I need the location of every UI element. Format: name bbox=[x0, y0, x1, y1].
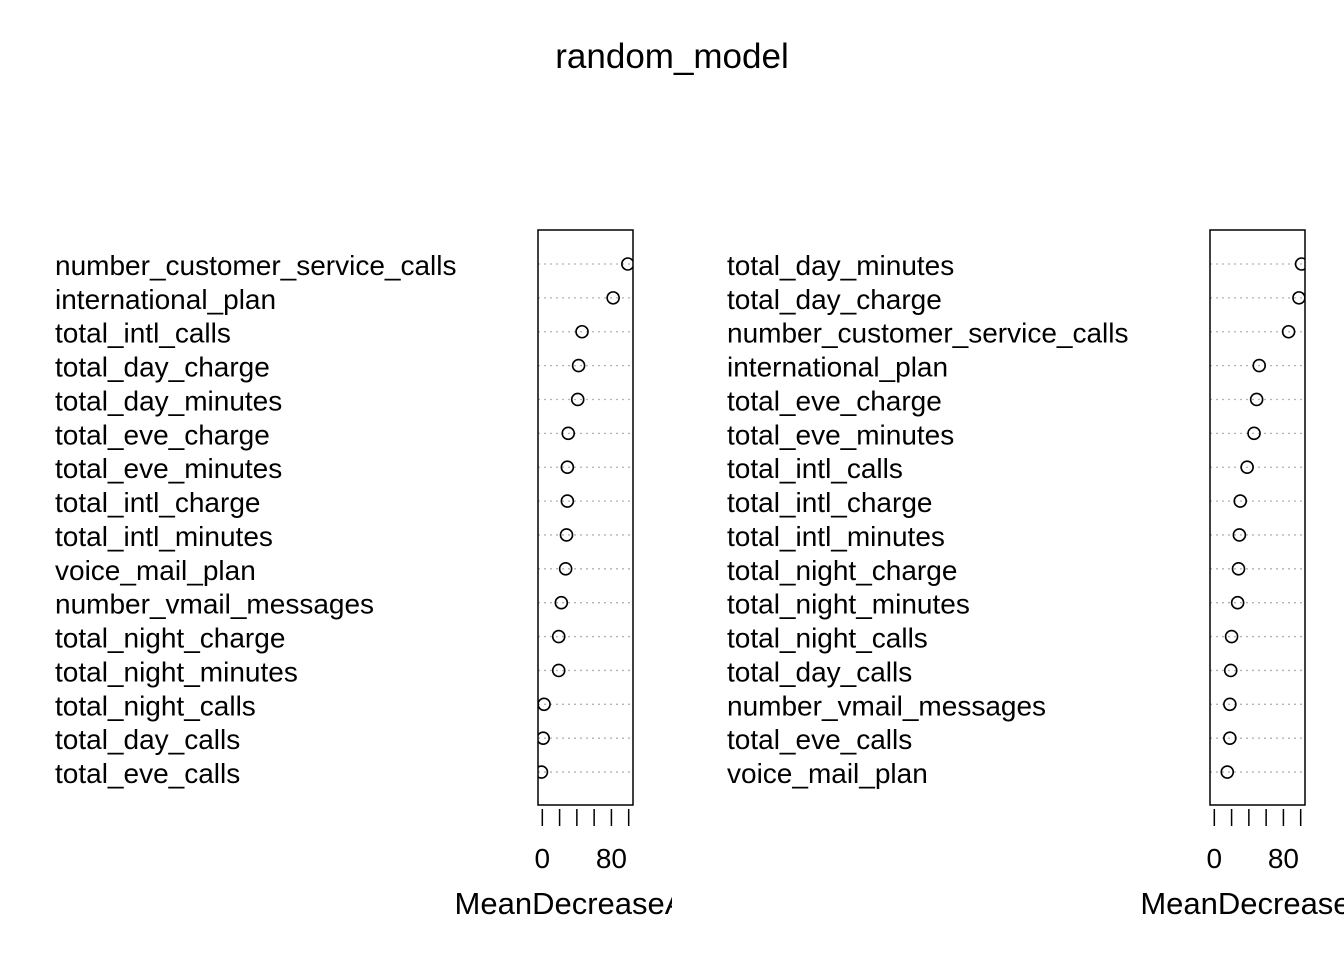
row-label: number_vmail_messages bbox=[727, 690, 1046, 721]
row-label: number_vmail_messages bbox=[55, 589, 374, 620]
data-point bbox=[1220, 765, 1235, 779]
row-label: total_eve_calls bbox=[727, 724, 912, 755]
data-point bbox=[1224, 629, 1239, 644]
x-tick-label: 80 bbox=[1268, 843, 1299, 874]
data-point bbox=[1240, 460, 1254, 475]
data-point bbox=[538, 697, 551, 712]
data-point bbox=[1249, 392, 1264, 407]
x-tick-label: 80 bbox=[596, 843, 627, 874]
data-point bbox=[560, 494, 575, 508]
data-point bbox=[571, 358, 586, 373]
data-point bbox=[1232, 528, 1247, 542]
data-point bbox=[538, 731, 550, 745]
data-point bbox=[1223, 697, 1237, 712]
data-point bbox=[554, 595, 569, 610]
row-label: total_night_minutes bbox=[727, 589, 970, 620]
plot-frame bbox=[1209, 229, 1306, 806]
row-label: total_day_calls bbox=[55, 724, 240, 755]
row-label: voice_mail_plan bbox=[55, 555, 256, 586]
row-label: total_day_charge bbox=[55, 352, 270, 383]
row-label: total_day_calls bbox=[727, 656, 912, 687]
data-point bbox=[559, 528, 574, 542]
data-point bbox=[561, 426, 576, 441]
data-point bbox=[551, 663, 566, 678]
row-label: total_eve_charge bbox=[727, 385, 942, 416]
data-point bbox=[575, 324, 589, 339]
data-point bbox=[1292, 291, 1305, 305]
row-label: voice_mail_plan bbox=[727, 758, 928, 789]
row-label: total_intl_calls bbox=[727, 453, 903, 484]
data-point bbox=[1252, 358, 1267, 373]
row-label: total_eve_minutes bbox=[727, 419, 954, 450]
data-point bbox=[558, 562, 573, 576]
data-point bbox=[621, 257, 633, 271]
row-label: total_day_minutes bbox=[55, 385, 282, 416]
panel-mean-decrease-gini: total_day_minutestotal_day_chargenumber_… bbox=[727, 229, 1344, 921]
row-label: total_intl_calls bbox=[55, 318, 231, 349]
row-label: total_intl_minutes bbox=[727, 521, 945, 552]
data-point bbox=[1223, 731, 1237, 745]
row-label: total_eve_calls bbox=[55, 758, 240, 789]
row-label: number_customer_service_calls bbox=[55, 250, 457, 281]
data-point bbox=[560, 460, 575, 475]
row-label: total_intl_minutes bbox=[55, 521, 273, 552]
chart-title: random_model bbox=[555, 37, 788, 76]
x-axis-label: MeanDecreaseAcc bbox=[455, 886, 717, 921]
data-point bbox=[1223, 663, 1238, 678]
x-axis-label: MeanDecreaseG bbox=[1140, 886, 1344, 921]
row-label: international_plan bbox=[55, 284, 276, 315]
row-label: total_day_charge bbox=[727, 284, 942, 315]
data-point bbox=[1247, 426, 1261, 441]
data-point bbox=[551, 629, 566, 644]
x-tick-label: 0 bbox=[535, 843, 551, 874]
data-point bbox=[570, 392, 585, 407]
data-point bbox=[538, 765, 549, 779]
data-point bbox=[1233, 494, 1248, 508]
x-tick-label: 0 bbox=[1207, 843, 1223, 874]
panel-mean-decrease-accuracy: number_customer_service_callsinternation… bbox=[55, 229, 717, 921]
row-label: total_intl_charge bbox=[55, 487, 260, 518]
row-label: total_day_minutes bbox=[727, 250, 954, 281]
row-label: total_night_calls bbox=[727, 623, 928, 654]
row-label: total_eve_minutes bbox=[55, 453, 282, 484]
data-point bbox=[1231, 562, 1246, 576]
row-label: total_eve_charge bbox=[55, 419, 270, 450]
row-label: total_night_charge bbox=[727, 555, 957, 586]
row-label: international_plan bbox=[727, 352, 948, 383]
row-label: total_night_charge bbox=[55, 623, 285, 654]
row-label: total_night_minutes bbox=[55, 656, 298, 687]
data-point bbox=[1281, 324, 1296, 339]
data-point bbox=[1294, 257, 1305, 271]
plot-frame bbox=[537, 229, 634, 806]
row-label: total_night_calls bbox=[55, 690, 256, 721]
row-label: number_customer_service_calls bbox=[727, 318, 1129, 349]
row-label: total_intl_charge bbox=[727, 487, 932, 518]
data-point bbox=[1230, 595, 1245, 610]
data-point bbox=[606, 291, 620, 305]
